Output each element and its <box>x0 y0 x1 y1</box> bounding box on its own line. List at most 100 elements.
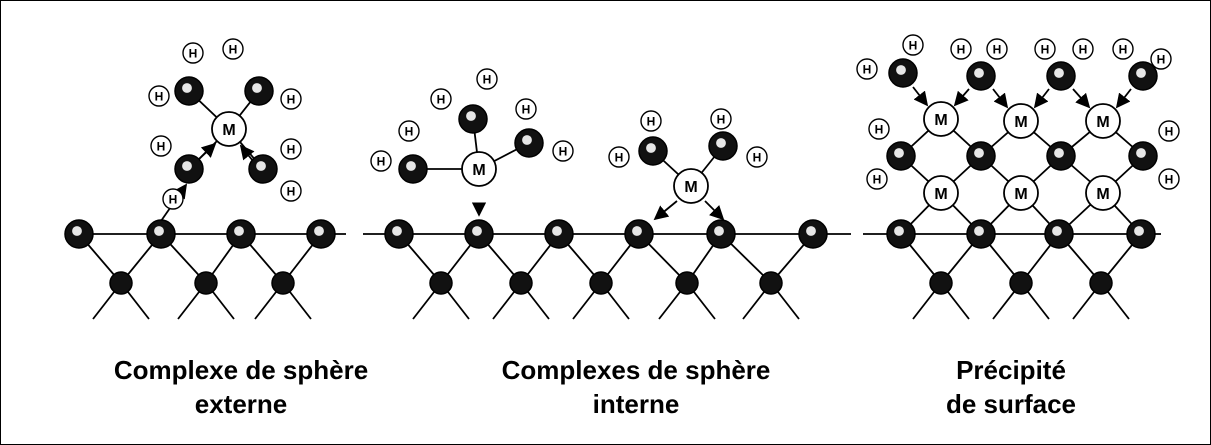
hydrogen-label: H <box>229 43 238 57</box>
hydrogen-atom: H <box>868 118 890 140</box>
metal-ion: M <box>923 175 959 211</box>
cation-atom <box>675 271 699 295</box>
hydrogen-label: H <box>189 47 198 61</box>
hydrogen-label: H <box>287 185 296 199</box>
oxygen-atom <box>966 61 996 91</box>
metal-label: M <box>934 112 947 129</box>
hydrogen-label: H <box>287 143 296 157</box>
caption-outer-line-2: externe <box>194 389 288 419</box>
cation-atom <box>429 271 453 295</box>
metal-label: M <box>934 186 947 203</box>
hydrogen-label: H <box>287 93 296 107</box>
metal-ion: M <box>673 168 709 204</box>
hydrogen-label: H <box>615 151 624 165</box>
oxygen-atom <box>708 131 738 161</box>
hydrogen-label: H <box>717 113 726 127</box>
hydrogen-atom: H <box>162 188 184 210</box>
caption-outer-sphere-complex: Complexe de sphère externe <box>61 353 421 421</box>
hydrogen-label: H <box>909 39 918 53</box>
hydrogen-atom: H <box>280 88 302 110</box>
oxygen-atom <box>398 154 428 184</box>
oxygen-atom <box>174 154 204 184</box>
hydrogen-label: H <box>993 43 1002 57</box>
caption-surface-line-2: de surface <box>945 389 1077 419</box>
metal-label: M <box>1096 186 1109 203</box>
hydrogen-label: H <box>483 73 492 87</box>
coordination-arrow <box>196 142 217 162</box>
caption-surface-line-1: Précipité <box>956 355 1066 385</box>
hydrogen-atom: H <box>280 180 302 202</box>
oxygen-atom <box>384 219 414 249</box>
cation-atom <box>271 271 295 295</box>
hydrogen-atom: H <box>370 150 392 172</box>
cation-atom <box>759 271 783 295</box>
hydrogen-atom: H <box>398 120 420 142</box>
hydrogen-label: H <box>1157 53 1166 67</box>
hydrogen-atom: H <box>986 38 1008 60</box>
metal-label: M <box>1096 114 1109 131</box>
hydrogen-label: H <box>873 173 882 187</box>
hydrogen-label: H <box>437 93 446 107</box>
hydrogen-label: H <box>377 155 386 169</box>
coordination-arrow <box>912 86 929 107</box>
hydrogen-atom: H <box>640 110 662 132</box>
metal-ion: M <box>1085 175 1121 211</box>
caption-inner-line-2: interne <box>592 389 680 419</box>
metal-ion: M <box>211 111 247 147</box>
hydrogen-atom: H <box>1112 38 1134 60</box>
hydrogen-label: H <box>753 151 762 165</box>
oxygen-atom <box>638 136 668 166</box>
oxygen-atom <box>248 154 278 184</box>
hydrogen-atom: H <box>182 42 204 64</box>
hydrogen-atom: H <box>150 135 172 157</box>
hydrogen-atom: H <box>856 58 878 80</box>
cation-atom <box>194 271 218 295</box>
hydrogen-label: H <box>155 90 164 104</box>
oxygen-atom <box>306 219 336 249</box>
oxygen-atom <box>244 76 274 106</box>
cation-atom <box>929 271 953 295</box>
caption-inner-sphere-complexes: Complexes de sphère interne <box>451 353 821 421</box>
cation-atom <box>509 271 533 295</box>
hydrogen-label: H <box>559 145 568 159</box>
hydrogen-label: H <box>1165 173 1174 187</box>
oxygen-atom <box>146 219 176 249</box>
metal-ion: M <box>1003 103 1039 139</box>
hydrogen-atom: H <box>1072 38 1094 60</box>
hydrogen-label: H <box>647 115 656 129</box>
oxygen-atom <box>226 219 256 249</box>
hydrogen-atom: H <box>552 140 574 162</box>
hydrogen-atom: H <box>1034 38 1056 60</box>
oxygen-atom <box>966 219 996 249</box>
oxygen-atom <box>798 219 828 249</box>
cation-atom <box>589 271 613 295</box>
hydrogen-atom: H <box>608 146 630 168</box>
metal-ion: M <box>923 101 959 137</box>
metal-label: M <box>222 122 235 139</box>
oxygen-atom <box>966 141 996 171</box>
hydrogen-atom: H <box>222 38 244 60</box>
coordination-arrow <box>239 144 255 162</box>
oxygen-atom <box>514 128 544 158</box>
oxygen-atom <box>1126 219 1156 249</box>
oxygen-atom <box>1046 141 1076 171</box>
caption-surface-precipitate: Précipité de surface <box>901 353 1121 421</box>
coordination-arrow <box>1033 88 1050 109</box>
hydrogen-atom: H <box>866 168 888 190</box>
hydrogen-atom: H <box>902 34 924 56</box>
metal-ion: M <box>1085 103 1121 139</box>
hydrogen-atom: H <box>476 68 498 90</box>
oxygen-atom <box>624 219 654 249</box>
caption-outer-line-1: Complexe de sphère <box>113 355 369 385</box>
oxygen-atom <box>1128 61 1158 91</box>
oxygen-atom <box>64 219 94 249</box>
hydrogen-label: H <box>1119 43 1128 57</box>
metal-ion: M <box>461 151 497 187</box>
oxygen-atom <box>174 76 204 106</box>
coordination-arrow <box>653 200 678 221</box>
hydrogen-label: H <box>863 63 872 77</box>
oxygen-atom <box>464 219 494 249</box>
hydrogen-atom: H <box>950 38 972 60</box>
coordination-arrow <box>953 88 970 107</box>
